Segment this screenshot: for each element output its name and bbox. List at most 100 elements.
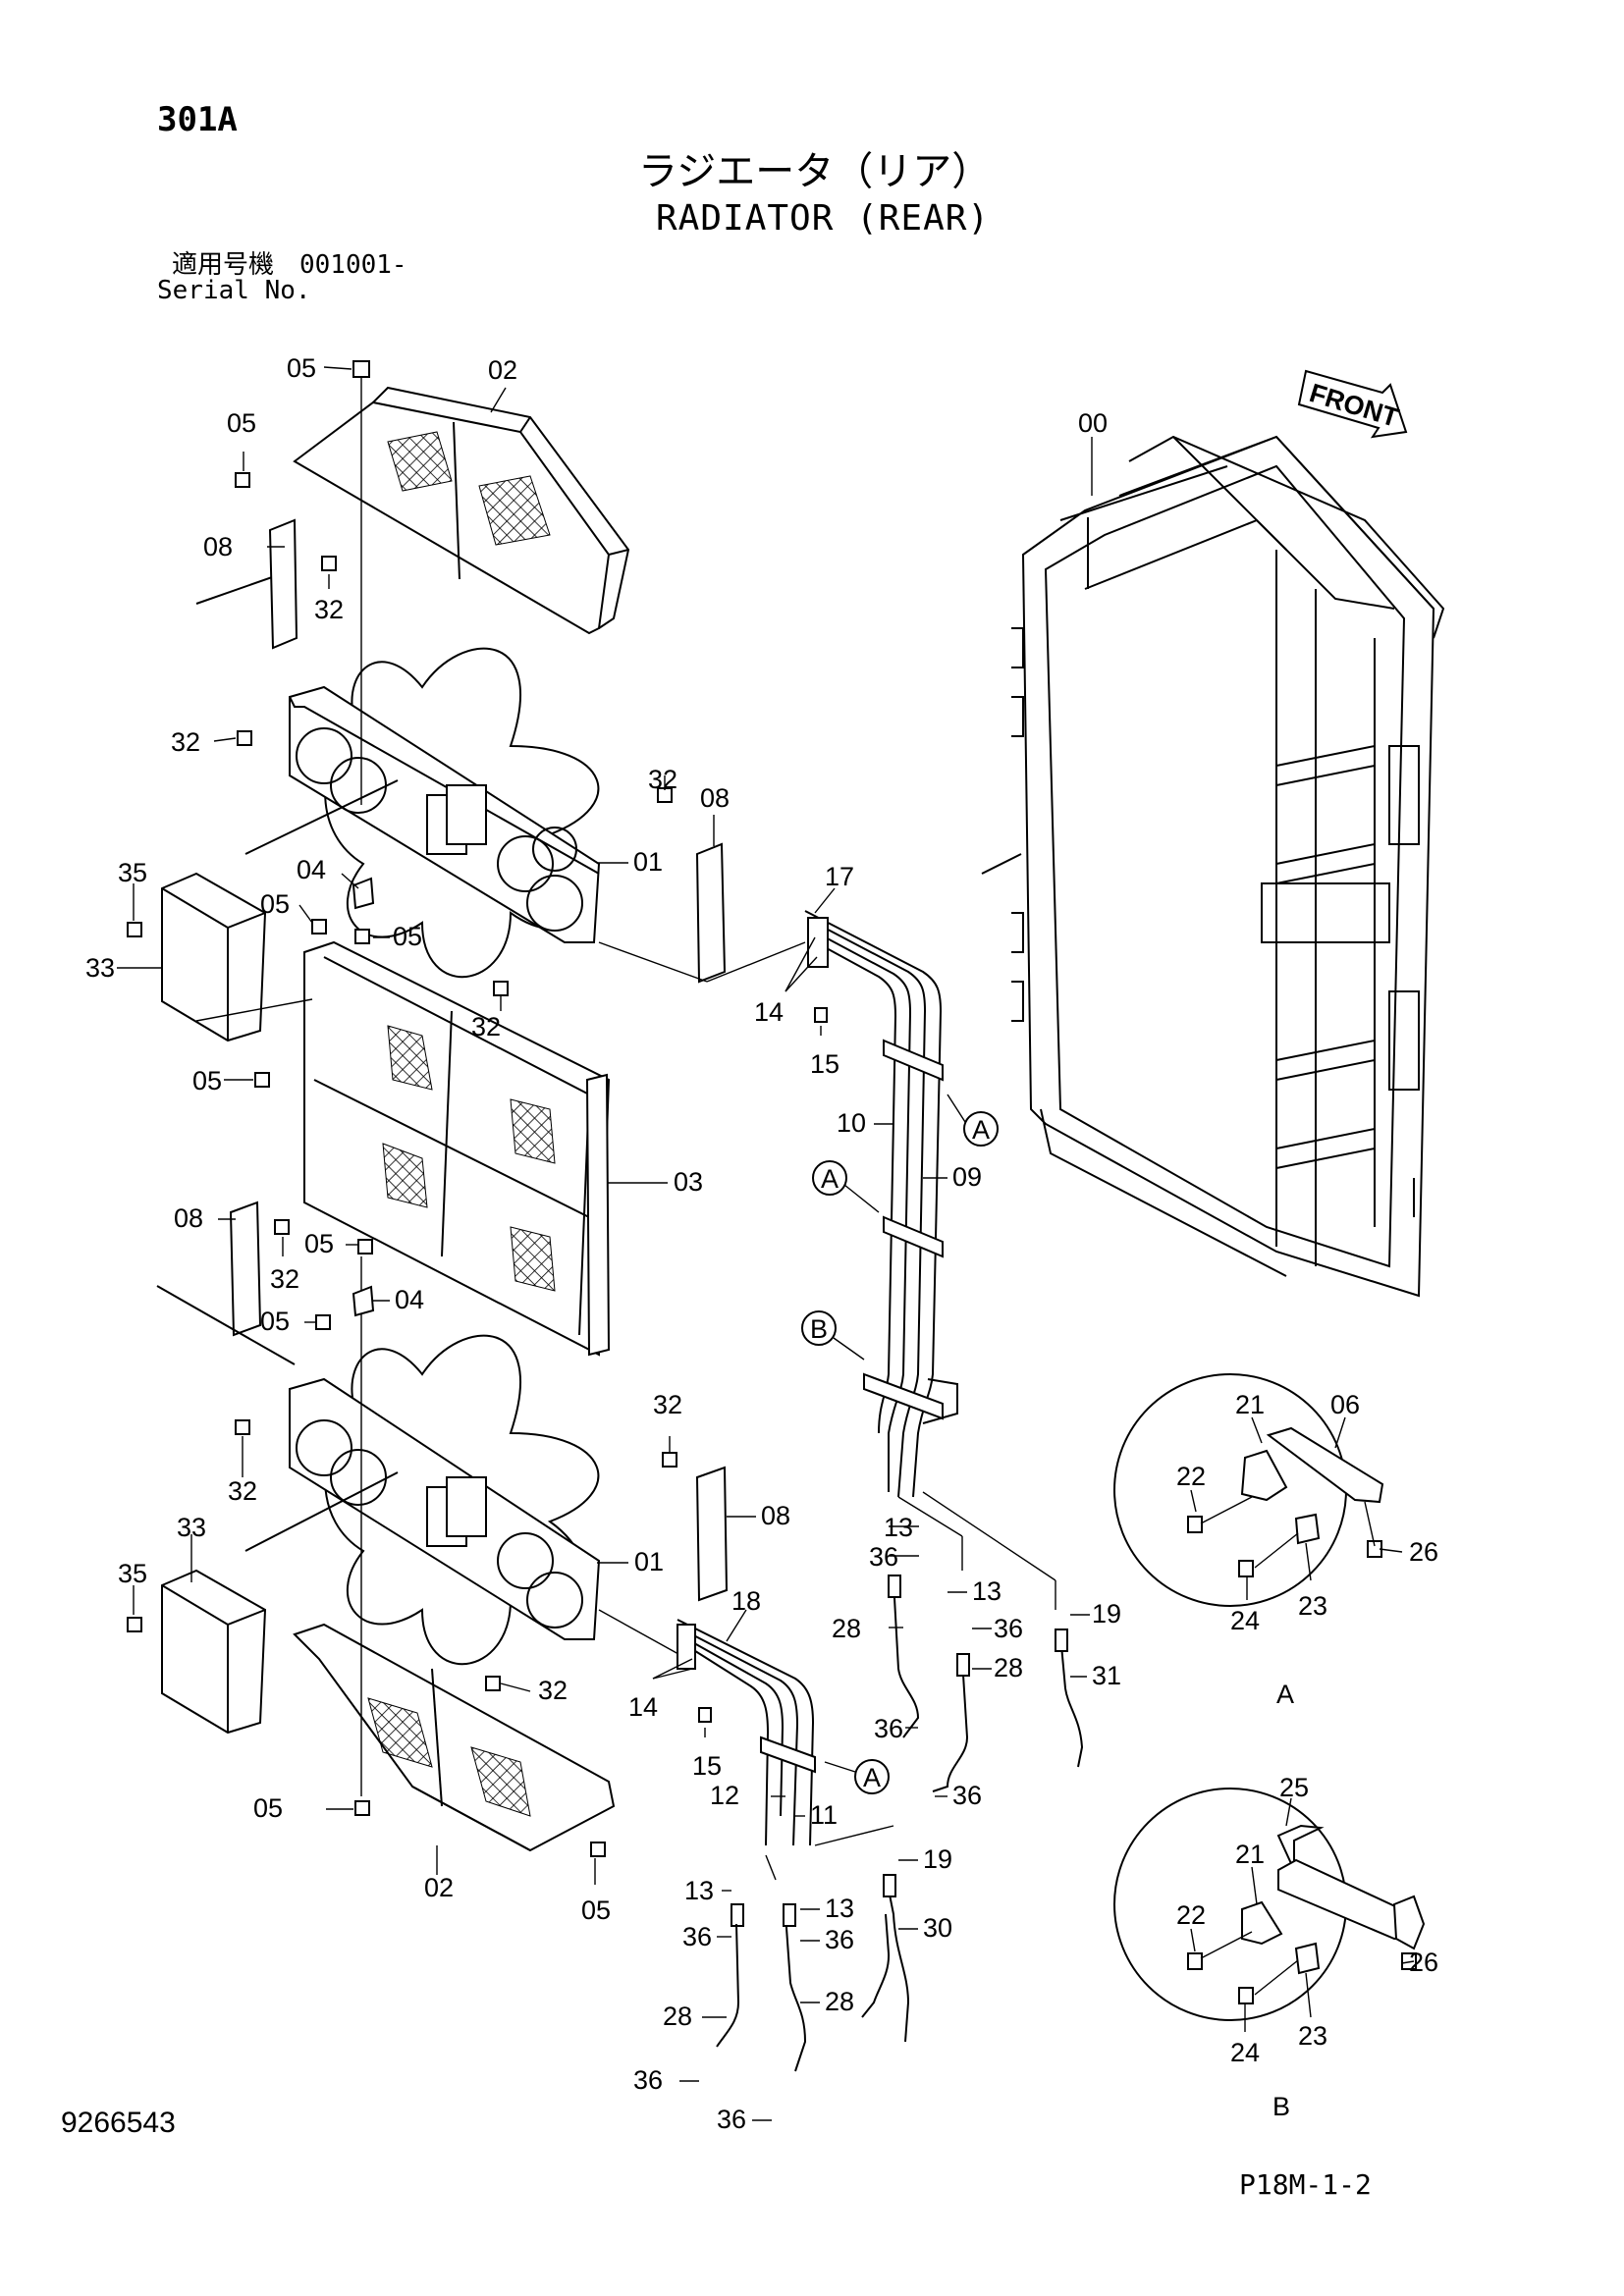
upper-brackets bbox=[229, 518, 729, 1602]
bolt-05-d bbox=[311, 919, 327, 934]
callout-26: 26 bbox=[1409, 1537, 1438, 1567]
callout-36: 36 bbox=[825, 1925, 854, 1954]
callout-22: 22 bbox=[1176, 1900, 1206, 1930]
callout-32: 32 bbox=[471, 1012, 501, 1041]
callout-15: 15 bbox=[692, 1751, 722, 1781]
serial-label-english: Serial No. bbox=[157, 276, 311, 305]
bolt-35-b bbox=[127, 1617, 142, 1632]
callout-28: 28 bbox=[663, 2002, 692, 2031]
callout-01: 01 bbox=[634, 1547, 664, 1576]
callout-03: 03 bbox=[674, 1167, 703, 1197]
callout-21: 21 bbox=[1235, 1390, 1265, 1419]
callout-14: 14 bbox=[628, 1692, 658, 1722]
callout-32: 32 bbox=[314, 595, 344, 624]
bracket-04-b bbox=[352, 1285, 375, 1317]
callout-06: 06 bbox=[1330, 1390, 1360, 1419]
callout-05: 05 bbox=[192, 1066, 222, 1095]
bolt-35-a bbox=[127, 922, 142, 937]
callout-32: 32 bbox=[653, 1390, 682, 1419]
callout-19: 19 bbox=[1092, 1599, 1121, 1629]
callout-05: 05 bbox=[227, 408, 256, 438]
callout-leaders bbox=[117, 366, 1415, 2121]
callout-05: 05 bbox=[304, 1229, 334, 1258]
callout-32: 32 bbox=[228, 1476, 257, 1506]
bolt-axis-lines bbox=[195, 378, 806, 1796]
callout-23: 23 bbox=[1298, 1591, 1327, 1621]
document-number: 9266543 bbox=[61, 2107, 176, 2139]
lower-hose-group bbox=[677, 1619, 894, 1881]
callout-21: 21 bbox=[1235, 1840, 1265, 1869]
center-mesh-panel bbox=[303, 940, 611, 1357]
upper-fan-frame bbox=[244, 647, 601, 978]
bolt-05-g bbox=[357, 1239, 373, 1255]
callout-10: 10 bbox=[837, 1108, 866, 1138]
bolt-15-a bbox=[814, 1007, 828, 1023]
bolt-05-j bbox=[590, 1842, 606, 1857]
callout-17: 17 bbox=[825, 862, 854, 891]
callout-13: 13 bbox=[884, 1513, 913, 1542]
callout-24: 24 bbox=[1230, 2038, 1260, 2067]
callout-02: 02 bbox=[424, 1873, 454, 1902]
callout-19: 19 bbox=[923, 1844, 952, 1874]
bolt-32-i bbox=[485, 1676, 501, 1691]
callout-28: 28 bbox=[832, 1614, 861, 1643]
callout-22: 22 bbox=[1176, 1462, 1206, 1491]
serial-label-japanese: 適用号機 001001- bbox=[172, 250, 407, 280]
bolt-05-f bbox=[254, 1072, 270, 1088]
bolt-05-h bbox=[315, 1314, 331, 1330]
callout-36: 36 bbox=[874, 1714, 903, 1743]
bolt-32-a bbox=[321, 556, 337, 571]
page-code: 301A bbox=[157, 100, 238, 139]
callout-26: 26 bbox=[1409, 1948, 1438, 1977]
callout-00: 00 bbox=[1078, 408, 1108, 438]
callout-32: 32 bbox=[648, 765, 677, 794]
callout-02: 02 bbox=[488, 355, 517, 385]
lower-fan-frame bbox=[156, 1285, 601, 1665]
callout-05: 05 bbox=[253, 1793, 283, 1823]
callout-04: 04 bbox=[297, 855, 326, 884]
separate-hoses bbox=[716, 1575, 1084, 2072]
detail-marker-a: A bbox=[821, 1164, 839, 1194]
bolt-32-g bbox=[235, 1419, 250, 1435]
radiator-core bbox=[981, 435, 1445, 1298]
detail-markers: A A B A A B bbox=[801, 1094, 1294, 2121]
callout-01: 01 bbox=[633, 847, 663, 877]
callout-31: 31 bbox=[1092, 1661, 1121, 1690]
callout-05: 05 bbox=[393, 922, 422, 951]
callout-32: 32 bbox=[171, 727, 200, 757]
bolt-32-e bbox=[493, 981, 509, 996]
callout-08: 08 bbox=[203, 532, 233, 561]
lower-shroud-cover bbox=[293, 1623, 616, 1852]
title-japanese: ラジエータ（リア） bbox=[638, 149, 992, 194]
detail-view-b bbox=[1113, 1788, 1426, 2021]
callout-08: 08 bbox=[700, 783, 730, 813]
bracket-04-a bbox=[352, 877, 375, 910]
callout-28: 28 bbox=[825, 1987, 854, 2016]
callout-08: 08 bbox=[174, 1203, 203, 1233]
callout-36: 36 bbox=[682, 1922, 712, 1951]
callout-13: 13 bbox=[972, 1576, 1001, 1606]
detail-view-a bbox=[1113, 1373, 1384, 1607]
callout-05: 05 bbox=[287, 353, 316, 383]
detail-marker-a: A bbox=[972, 1115, 990, 1145]
callout-36: 36 bbox=[633, 2065, 663, 2095]
bolt-05-i bbox=[354, 1800, 370, 1816]
bolt-32-b bbox=[237, 730, 252, 746]
callout-08: 08 bbox=[761, 1501, 790, 1530]
detail-marker-a: A bbox=[863, 1763, 881, 1792]
callout-36: 36 bbox=[952, 1781, 982, 1810]
callout-24: 24 bbox=[1230, 1606, 1260, 1635]
detail-view-a-label: A bbox=[1276, 1680, 1294, 1709]
bolt-05-e bbox=[354, 929, 370, 944]
callout-23: 23 bbox=[1298, 2021, 1327, 2051]
callout-18: 18 bbox=[731, 1586, 761, 1616]
callout-14: 14 bbox=[754, 997, 784, 1027]
callout-15: 15 bbox=[810, 1049, 839, 1079]
callout-33: 33 bbox=[177, 1513, 206, 1542]
upper-shroud-cover bbox=[195, 386, 630, 635]
bolt-05-top bbox=[352, 360, 370, 378]
page-reference: P18M-1-2 bbox=[1239, 2168, 1372, 2201]
callout-09: 09 bbox=[952, 1162, 982, 1192]
callout-36: 36 bbox=[994, 1614, 1023, 1643]
